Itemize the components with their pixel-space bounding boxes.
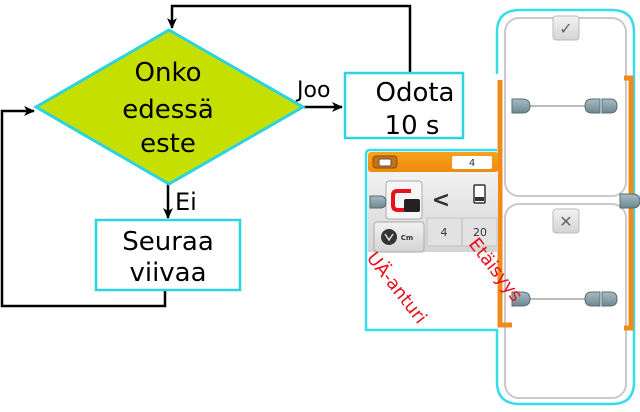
plug-false-left	[511, 291, 531, 307]
threshold-icon-bar	[475, 197, 484, 201]
decision-line-1: Onko	[135, 58, 202, 88]
wait-line-1: Odota	[375, 78, 454, 108]
param-compare-type[interactable]: 4	[441, 226, 448, 239]
plug-true-left	[511, 98, 531, 114]
ev3-switch-block[interactable]: ✓ ✕ 4 < 4 20	[364, 8, 640, 406]
plug-true-right-b	[601, 98, 618, 114]
loop-back-line-top	[167, 4, 412, 72]
decision-diamond	[33, 28, 307, 186]
loop-back-line-left	[0, 106, 167, 308]
decision-line-3: este	[140, 129, 196, 159]
ultrasonic-sensor-body	[404, 199, 420, 212]
port-field[interactable]	[452, 156, 492, 169]
port-value: 4	[469, 158, 475, 169]
distance-icon-wave	[384, 233, 394, 242]
plug-false-right-a	[584, 291, 601, 307]
compare-operator: <	[432, 188, 450, 213]
distance-icon	[381, 229, 397, 245]
unit-label: Cm	[401, 234, 413, 242]
plug-out-right	[619, 193, 640, 209]
ultrasonic-sensor-icon	[391, 189, 411, 212]
cross-icon: ✕	[559, 212, 572, 231]
yes-label: Joo	[295, 78, 330, 103]
case-false-frame	[504, 203, 627, 399]
no-label: Ei	[175, 188, 197, 216]
check-icon: ✓	[559, 19, 572, 38]
case-true-tab[interactable]	[552, 15, 580, 41]
follow-line-box	[94, 218, 242, 292]
wait-line-2: 10 s	[385, 111, 440, 141]
param-threshold[interactable]: 20	[473, 226, 487, 239]
wait-box	[343, 71, 465, 140]
follow-line-1: Seuraa	[122, 227, 214, 257]
case-false-tab[interactable]	[552, 208, 580, 234]
decision-line-2: edessä	[122, 95, 214, 125]
orange-rail-left	[497, 80, 512, 328]
block-input-plug	[369, 195, 387, 209]
plug-true-right-a	[584, 98, 601, 114]
mode-toggle-icon	[378, 158, 392, 167]
follow-line-2: viivaa	[129, 258, 206, 288]
plug-false-right-b	[601, 291, 618, 307]
